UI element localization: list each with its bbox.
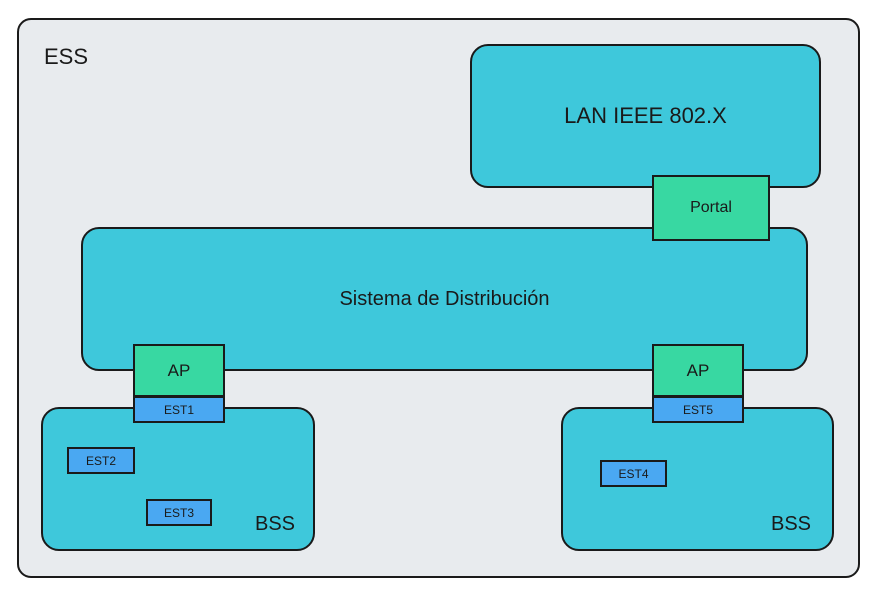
ess-label: ESS bbox=[44, 44, 89, 69]
station-est5-label: EST5 bbox=[682, 402, 713, 417]
lan-label: LAN IEEE 802.X bbox=[564, 103, 727, 128]
ap-right-label: AP bbox=[686, 360, 710, 380]
bss-left-label: BSS bbox=[255, 513, 296, 535]
portal-label: Portal bbox=[690, 199, 732, 216]
station-est3: EST3 bbox=[146, 499, 212, 526]
station-est1: EST1 bbox=[133, 396, 225, 423]
portal-node: Portal bbox=[652, 175, 770, 241]
ap-left-node: AP bbox=[133, 344, 225, 397]
bss-right-label: BSS bbox=[771, 513, 812, 535]
station-est5: EST5 bbox=[652, 396, 744, 423]
lan-box: LAN IEEE 802.X bbox=[470, 44, 821, 188]
station-est4-label: EST4 bbox=[618, 466, 649, 481]
ap-left-label: AP bbox=[167, 360, 191, 380]
distribution-system-label: Sistema de Distribución bbox=[339, 287, 550, 310]
station-est4: EST4 bbox=[600, 460, 667, 487]
bss-left-box: BSS bbox=[41, 407, 315, 551]
station-est2: EST2 bbox=[67, 447, 135, 474]
station-est1-label: EST1 bbox=[163, 402, 194, 417]
station-est2-label: EST2 bbox=[85, 453, 116, 468]
station-est3-label: EST3 bbox=[163, 505, 194, 520]
ap-right-node: AP bbox=[652, 344, 744, 397]
